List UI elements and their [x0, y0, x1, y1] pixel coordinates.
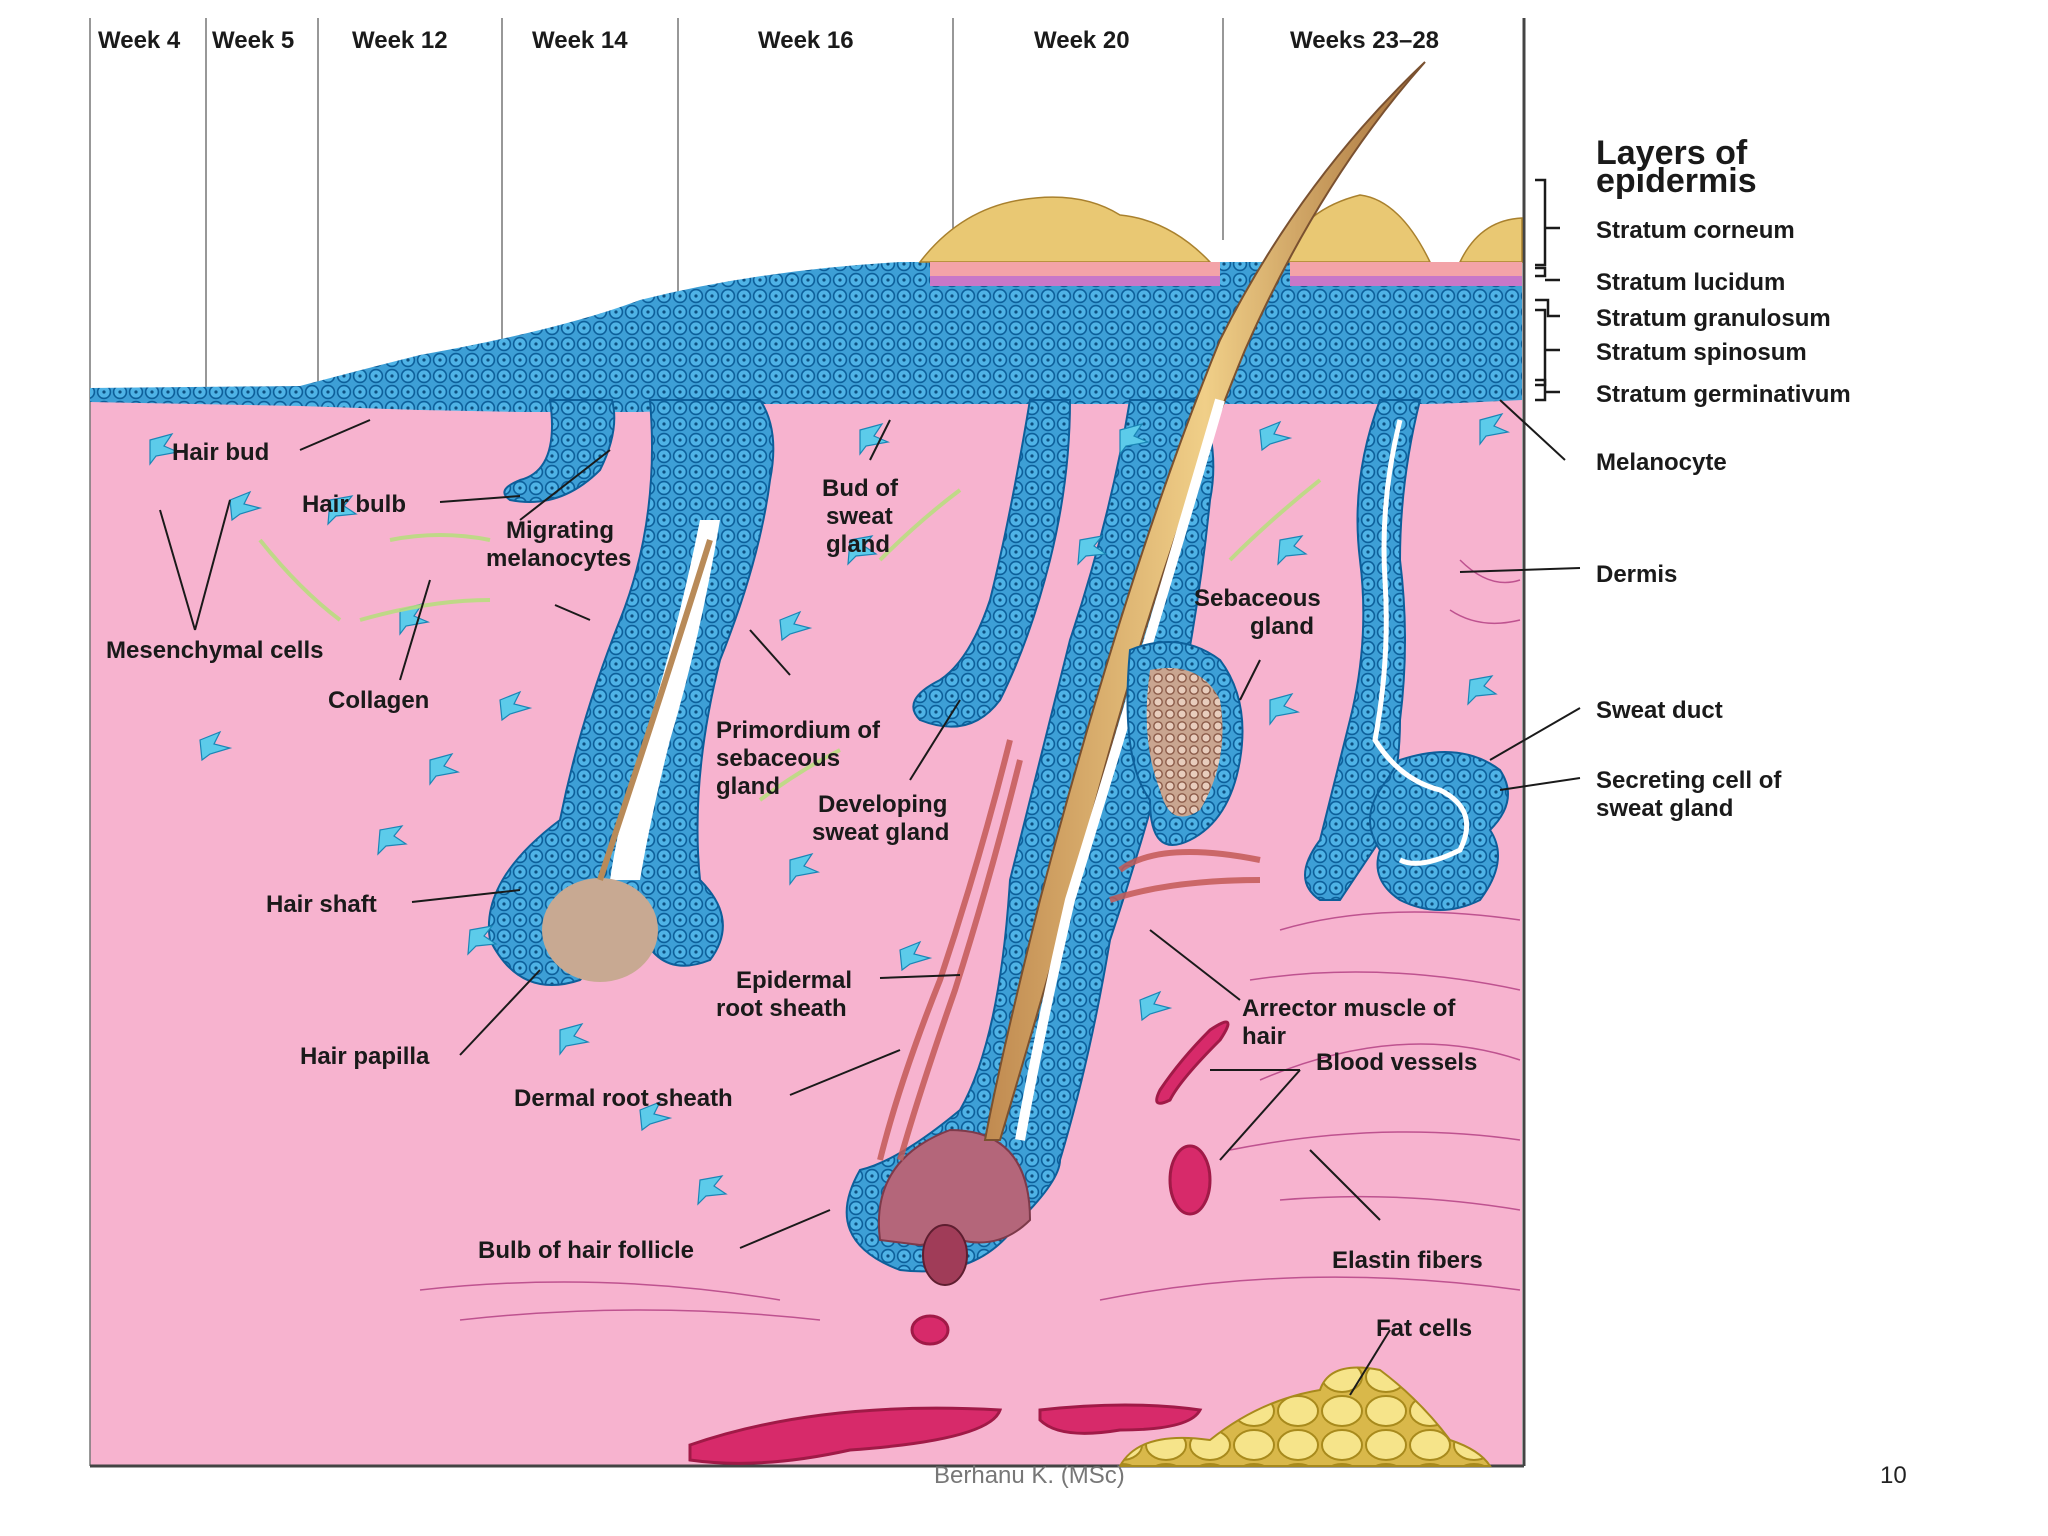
week-label: Week 16 [758, 27, 854, 54]
stratum-granulosum-band [930, 276, 1220, 286]
label-migrating: Migrating [506, 517, 614, 544]
dermis-background [90, 390, 1522, 1466]
footer-author: Berhanu K. (MSc) [934, 1462, 1125, 1489]
stratum-lucidum-band [1290, 262, 1522, 276]
follicle-papilla [922, 1224, 968, 1286]
label-dermis: Dermis [1596, 561, 1677, 588]
sweat-gland-coil [1369, 751, 1509, 911]
hair-shaft-mature [983, 61, 1426, 1141]
label-epidermal: Epidermal [736, 967, 852, 994]
label-secreting-cell: Secreting cell of [1596, 767, 1782, 794]
week-headers: Week 4 Week 5 Week 12 Week 14 Week 16 We… [98, 27, 1439, 54]
follicle-bulb [877, 1128, 1032, 1247]
label-bulb-of-hair-follicle: Bulb of hair follicle [478, 1237, 694, 1264]
elastin-fibers [419, 559, 1521, 1321]
label-gland: gland [1250, 613, 1314, 640]
label-gland: gland [826, 531, 890, 558]
layer-stratum-corneum: Stratum corneum [1596, 217, 1795, 244]
label-bud-of: Bud of [822, 475, 899, 502]
label-sweat-gland: sweat gland [812, 819, 949, 846]
label-sweat-duct: Sweat duct [1596, 697, 1723, 724]
layers-title: Layers of [1596, 134, 1748, 172]
week-label: Week 4 [98, 27, 181, 54]
layer-stratum-granulosum: Stratum granulosum [1596, 305, 1831, 332]
label-primordium: Primordium of [716, 717, 881, 744]
label-hair-papilla: Hair papilla [300, 1043, 430, 1070]
stratum-lucidum-band [930, 262, 1220, 276]
layers-title: epidermis [1596, 162, 1757, 200]
layer-brackets [1535, 178, 1560, 402]
stratum-corneum [918, 196, 1212, 263]
layer-stratum-spinosum: Stratum spinosum [1596, 339, 1807, 366]
label-hair-bud: Hair bud [172, 439, 269, 466]
label-sweat-gland: sweat gland [1596, 795, 1733, 822]
collagen-fibers [258, 478, 1322, 802]
label-sebaceous-gland: Sebaceous [1194, 585, 1321, 612]
layers-legend: Layers of epidermis Stratum corneum Stra… [1596, 134, 1851, 822]
label-blood-vessels: Blood vessels [1316, 1049, 1477, 1076]
label-collagen: Collagen [328, 687, 429, 714]
label-mesenchymal-cells: Mesenchymal cells [106, 637, 323, 664]
diagram-labels: Hair bud Hair bulb Mesenchymal cells Col… [106, 439, 1483, 1342]
stratum-granulosum-band [1290, 276, 1522, 286]
blood-vessels [688, 1020, 1230, 1465]
label-fat-cells: Fat cells [1376, 1315, 1472, 1342]
sebaceous-cells [1146, 668, 1223, 817]
label-elastin-fibers: Elastin fibers [1332, 1247, 1483, 1274]
label-dermal-root-sheath: Dermal root sheath [514, 1085, 733, 1112]
label-melanocyte: Melanocyte [1596, 449, 1727, 476]
leader-lines [159, 399, 1581, 1396]
week-label: Week 5 [212, 27, 294, 54]
label-sebaceous: sebaceous [716, 745, 840, 772]
hair-papilla-bulb [542, 878, 658, 982]
label-gland: gland [716, 773, 780, 800]
page-number: 10 [1880, 1462, 1907, 1489]
stratum-corneum [1458, 217, 1523, 263]
follicle-lumen [610, 520, 720, 880]
layer-stratum-lucidum: Stratum lucidum [1596, 269, 1785, 296]
arrector-muscle [877, 739, 1261, 1161]
week-label: Week 14 [532, 27, 628, 54]
week-label: Weeks 23–28 [1290, 27, 1439, 54]
root-sheath [1015, 398, 1225, 1141]
label-sweat: sweat [826, 503, 893, 530]
epidermis-band [90, 262, 1522, 412]
label-developing: Developing [818, 791, 947, 818]
sweat-duct-lumen [1372, 419, 1470, 866]
label-melanocytes: melanocytes [486, 545, 631, 572]
layer-stratum-germinativum: Stratum germinativum [1596, 381, 1851, 408]
label-arrector-muscle: Arrector muscle of [1242, 995, 1456, 1022]
sweat-gland-bud [912, 399, 1072, 728]
week-label: Week 20 [1034, 27, 1130, 54]
label-root-sheath: root sheath [716, 995, 847, 1022]
label-hair: hair [1242, 1023, 1286, 1050]
hair-shaft-week14 [597, 539, 713, 881]
label-hair-bulb: Hair bulb [302, 491, 406, 518]
week-label: Week 12 [352, 27, 448, 54]
mesenchymal-cells [149, 412, 1511, 1206]
fat-cells [1118, 1366, 1492, 1467]
label-hair-shaft: Hair shaft [266, 891, 377, 918]
hair-bud-structure [503, 399, 616, 503]
